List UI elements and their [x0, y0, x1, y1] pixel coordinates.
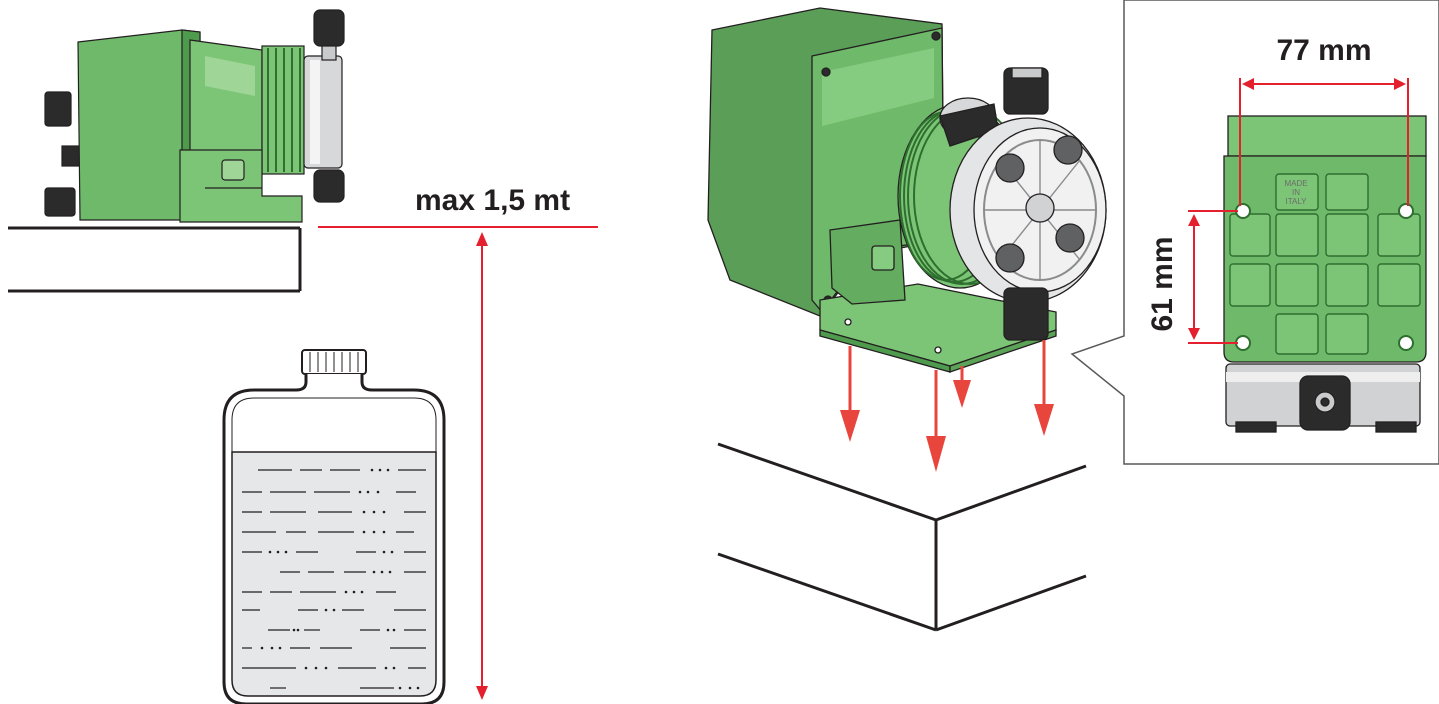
svg-text:IN: IN [1292, 188, 1300, 197]
max-height-label: max 1,5 mt [415, 184, 570, 217]
mounting-surface [717, 442, 1087, 632]
height-dimension-label: 61 mm [1146, 236, 1179, 331]
dosing-pump-side-view-icon [44, 9, 345, 223]
pump-base-plate-icon [1223, 115, 1427, 433]
svg-text:ITALY: ITALY [1285, 197, 1307, 206]
height-dimension: 61 mm [1146, 210, 1238, 344]
chemical-tank-icon [222, 349, 446, 704]
svg-text:MADE: MADE [1284, 179, 1307, 188]
mounting-arrows [840, 340, 1054, 472]
shelf [8, 226, 302, 293]
width-dimension: 77 mm [1239, 34, 1409, 206]
width-dimension-label: 77 mm [1276, 34, 1371, 67]
made-in-italy-stamp: MADE IN ITALY [1284, 179, 1307, 206]
dosing-pump-isometric-icon [707, 7, 1107, 373]
max-height-dimension: max 1,5 mt [318, 184, 598, 700]
